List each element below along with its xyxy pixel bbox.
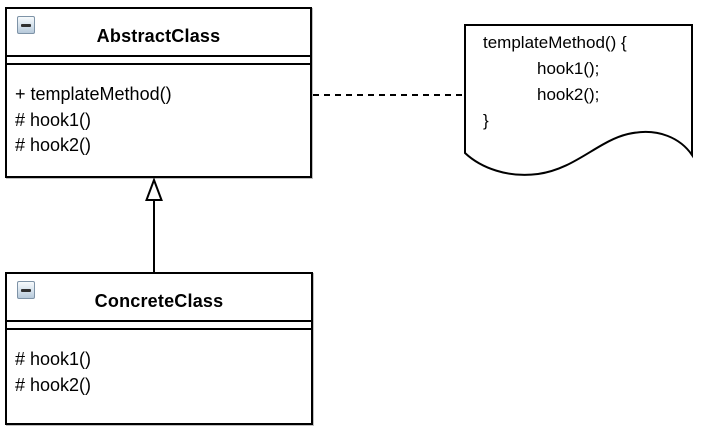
code-note-text: templateMethod() { hook1(); hook2(); } xyxy=(483,30,627,134)
method-item: + templateMethod() xyxy=(15,84,172,104)
code-line: hook2(); xyxy=(537,85,600,104)
code-line: hook1(); xyxy=(537,59,600,78)
class-title: AbstractClass xyxy=(96,26,221,46)
method-item: # hook1() xyxy=(15,109,92,130)
collapse-button[interactable] xyxy=(17,281,35,299)
class-title: ConcreteClass xyxy=(94,291,224,311)
method-item: # hook2() xyxy=(15,135,92,155)
code-line: templateMethod() { xyxy=(483,33,627,52)
generalization-hollow-triangle-icon xyxy=(145,177,163,201)
attributes-compartment xyxy=(7,322,311,330)
note-outline xyxy=(464,24,693,176)
class-header: AbstractClass xyxy=(7,9,310,57)
method-item: # hook2() xyxy=(15,374,92,395)
method-item: # hook1() xyxy=(15,349,92,369)
methods-compartment: + templateMethod() # hook1() # hook2() xyxy=(7,65,310,176)
class-box-concreteclass[interactable]: ConcreteClass # hook1() # hook2() xyxy=(5,272,313,425)
minus-icon xyxy=(21,289,31,292)
code-note-shape[interactable] xyxy=(463,23,695,181)
minus-icon xyxy=(21,24,31,27)
class-header: ConcreteClass xyxy=(7,274,311,322)
methods-compartment: # hook1() # hook2() xyxy=(7,330,311,423)
class-box-abstractclass[interactable]: AbstractClass + templateMethod() # hook1… xyxy=(5,7,312,178)
collapse-button[interactable] xyxy=(17,16,35,34)
attributes-compartment xyxy=(7,57,310,65)
code-line: } xyxy=(483,111,489,130)
